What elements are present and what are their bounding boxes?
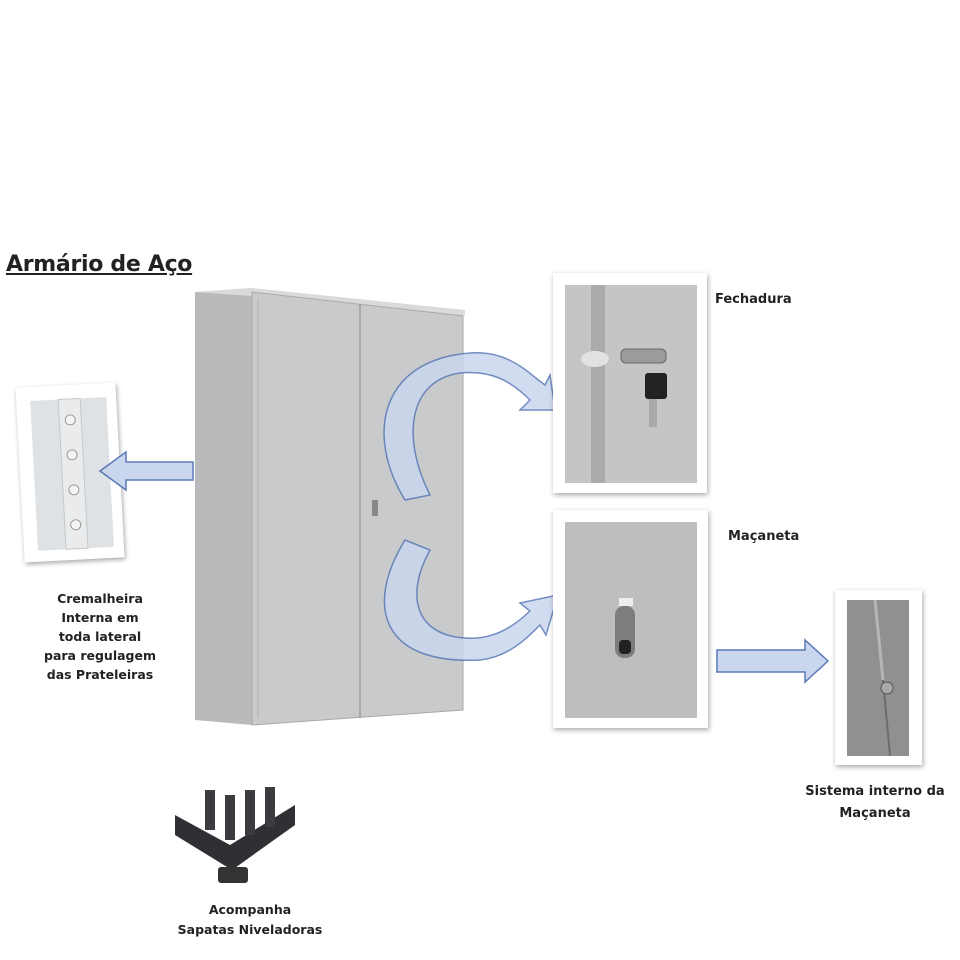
arrow-left-icon [98, 450, 194, 492]
arrow-right-icon [716, 638, 830, 684]
caption-line: toda lateral [58, 629, 142, 644]
handle-internal-caption: Sistema interno da Maçaneta [770, 781, 960, 825]
caption-line: Sapatas Niveladoras [177, 922, 323, 937]
lock-icon [372, 500, 378, 516]
rack-photo [15, 382, 125, 563]
feet-caption: Acompanha Sapatas Niveladoras [130, 900, 370, 940]
lock-photo [553, 273, 707, 493]
handle-label: Maçaneta [728, 529, 800, 544]
caption-line: Cremalheira [57, 591, 143, 606]
lock-label: Fechadura [715, 292, 792, 307]
rack-caption: Cremalheira Interna em toda lateral para… [10, 589, 190, 684]
caption-line: Maçaneta [839, 806, 911, 821]
caption-line: Acompanha [208, 902, 292, 917]
handle-internal-photo [835, 590, 922, 765]
key-icon [645, 373, 667, 399]
handle-photo [553, 510, 708, 728]
page-title: Armário de Aço [6, 252, 193, 277]
caption-line: das Prateleiras [46, 667, 154, 682]
caption-line: Interna em [61, 610, 139, 625]
caption-line: para regulagem [44, 648, 156, 663]
curved-arrows [383, 352, 560, 661]
caption-line: Sistema interno da [805, 784, 945, 799]
leveling-foot-image [175, 787, 295, 883]
